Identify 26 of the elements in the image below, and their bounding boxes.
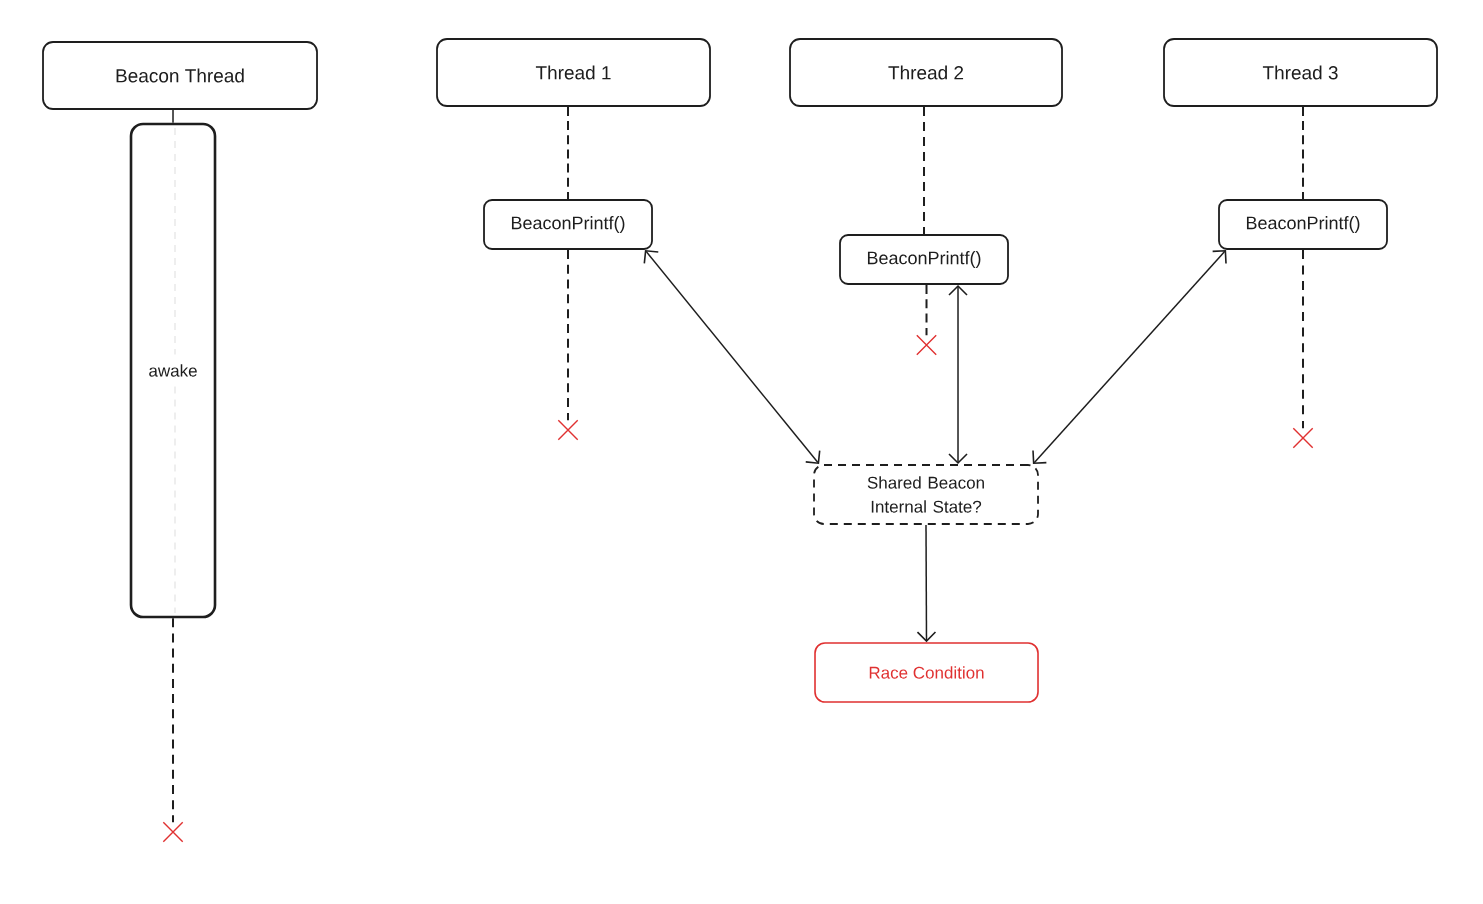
arrow <box>916 524 937 643</box>
lifeline <box>925 283 928 337</box>
arrow <box>1032 249 1227 465</box>
participant-box: Thread 2 <box>789 38 1063 107</box>
termination-mark <box>557 419 579 441</box>
lifeline <box>172 617 174 824</box>
call-box: BeaconPrintf() <box>1218 199 1388 250</box>
lifeline <box>567 105 569 201</box>
call-box: BeaconPrintf() <box>483 199 653 250</box>
lifeline <box>567 248 569 422</box>
participant-box: Thread 1 <box>436 38 711 107</box>
arrow <box>643 249 821 465</box>
termination-mark <box>162 821 184 843</box>
lifeline <box>1302 105 1304 201</box>
result-box: Race Condition <box>814 642 1039 703</box>
participant-box: Beacon Thread <box>42 41 318 110</box>
state-box: Shared Beacon Internal State? <box>813 464 1039 525</box>
lifeline <box>1302 248 1304 430</box>
arrow <box>948 284 968 465</box>
lifeline <box>172 109 174 124</box>
termination-mark <box>1292 427 1314 449</box>
lifeline <box>923 105 925 236</box>
activation-bar: awake <box>129 122 217 619</box>
termination-mark <box>916 334 937 356</box>
call-box: BeaconPrintf() <box>839 234 1009 285</box>
participant-box: Thread 3 <box>1163 38 1438 107</box>
